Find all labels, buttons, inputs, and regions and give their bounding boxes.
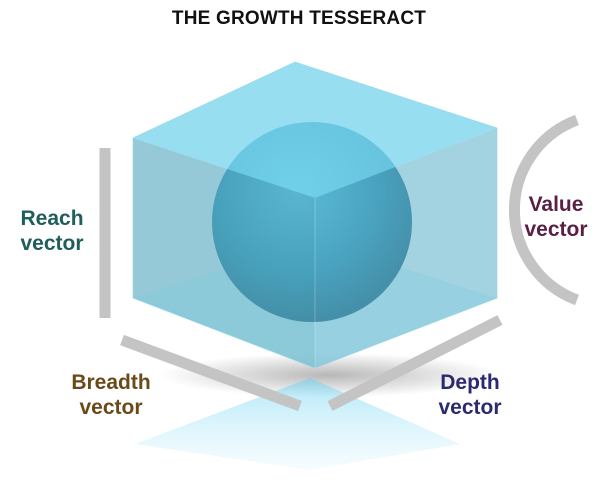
depth-vector-label: Depth vector bbox=[420, 370, 520, 420]
breadth-label-line2: vector bbox=[79, 396, 143, 419]
cube-edges bbox=[132, 61, 498, 369]
cube-left-face bbox=[133, 138, 315, 368]
breadth-bracket bbox=[120, 334, 302, 412]
value-bracket bbox=[508, 114, 579, 306]
cube-top-face bbox=[133, 62, 497, 198]
depth-label-line2: vector bbox=[438, 396, 502, 419]
value-vector-label: Value vector bbox=[514, 192, 598, 242]
value-label-line2: vector bbox=[524, 218, 588, 241]
breadth-vector-label: Breadth vector bbox=[52, 370, 170, 420]
reach-label-line2: vector bbox=[20, 232, 84, 255]
floor-reflection bbox=[135, 378, 460, 470]
value-label-line1: Value bbox=[528, 193, 584, 216]
reach-vector-label: Reach vector bbox=[10, 206, 94, 256]
depth-bracket bbox=[327, 315, 503, 411]
reach-label-line1: Reach bbox=[20, 207, 84, 230]
depth-label-line1: Depth bbox=[440, 371, 500, 394]
breadth-label-line1: Breadth bbox=[71, 371, 151, 394]
cube-right-face bbox=[315, 128, 497, 368]
diagram-title: THE GROWTH TESSERACT bbox=[171, 8, 427, 29]
